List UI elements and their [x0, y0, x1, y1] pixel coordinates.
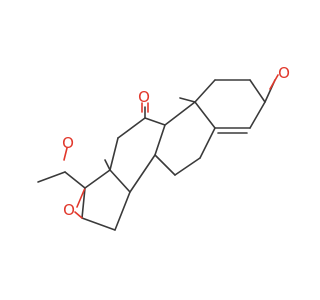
bond — [81, 187, 86, 219]
bond-acetyl — [64, 171, 86, 189]
bond — [84, 169, 111, 189]
bond — [81, 217, 116, 231]
oxygen-bonds — [63, 74, 279, 161]
bond — [194, 101, 216, 129]
bond — [109, 169, 131, 193]
bond — [154, 154, 176, 176]
bond-epoxide — [74, 211, 83, 219]
bond — [154, 124, 166, 156]
carbonyl-bond-acetyl — [63, 147, 68, 161]
bond — [249, 101, 266, 129]
bond-methyl — [179, 97, 196, 103]
atom-oxygen-epoxide: O — [63, 201, 75, 219]
bond — [114, 191, 131, 231]
molecule-diagram: O O O O — [37, 64, 290, 231]
bond — [194, 79, 216, 103]
bond — [144, 117, 166, 126]
atom-oxygen-acetyl: O — [62, 134, 74, 152]
bond — [117, 117, 146, 139]
bond-methyl — [104, 159, 111, 171]
bond — [129, 154, 156, 193]
bond — [249, 79, 266, 103]
bond-epoxide — [76, 187, 86, 208]
bond — [199, 127, 216, 159]
bond — [164, 101, 196, 126]
atom-oxygen-c11: O — [138, 88, 150, 106]
atom-oxygen-c3: O — [278, 64, 290, 82]
bond-acetyl — [37, 171, 66, 183]
carbonyl-bond-c3 — [269, 74, 279, 90]
bond — [109, 137, 119, 171]
structure-canvas: O O O O — [37, 64, 290, 231]
bond — [174, 157, 201, 176]
